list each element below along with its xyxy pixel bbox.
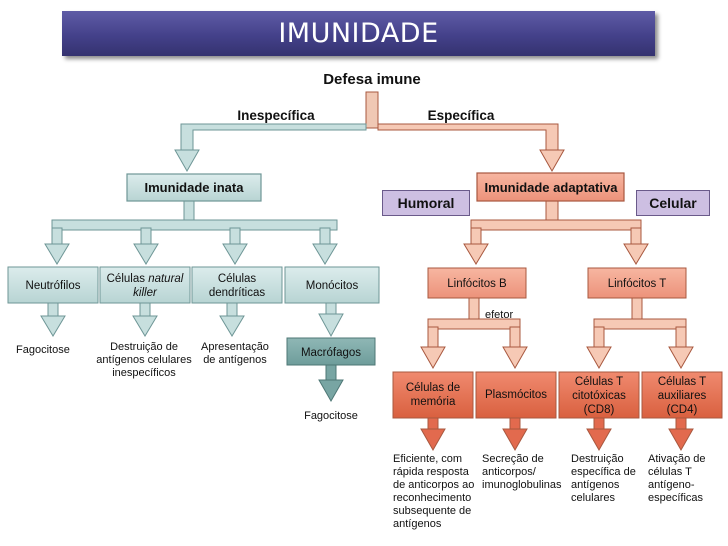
adaptive-function-text: reconhecimento — [393, 492, 471, 504]
adaptive-cell-label: (CD4) — [667, 404, 698, 416]
adaptive-function-text: Secreção de — [482, 453, 544, 465]
innate-cell-label-italic: natural — [148, 273, 184, 285]
adaptive-cell-label: Células T — [575, 376, 623, 388]
adaptive-cell-memory: Células de memória — [392, 371, 474, 419]
branch-label-specific: Específica — [428, 108, 495, 123]
adaptive-cell-label: memória — [411, 396, 456, 408]
adaptive-function-text: imunoglobulinas — [482, 479, 562, 491]
adaptive-function-memory: Eficiente, com rápida resposta de antico… — [393, 453, 474, 530]
adaptive-function-text: anticorpos/ — [482, 466, 537, 478]
innate-function-text: Destruição de — [110, 341, 178, 353]
adaptive-function-text: antígenos — [393, 518, 442, 530]
innate-function-text: antígenos celulares — [96, 354, 192, 366]
innate-cell-dendritic: Células dendríticas — [191, 266, 283, 304]
innate-connectors — [40, 199, 344, 403]
macrophage-label: Macrófagos — [301, 347, 361, 359]
b-lymphocytes-box: Linfócitos B — [427, 267, 527, 299]
adaptive-immunity-box: Imunidade adaptativa — [476, 172, 625, 202]
adaptive-function-cd4: Ativação de células T antígeno- específi… — [648, 453, 705, 504]
innate-function-presentation: Apresentação de antígenos — [201, 341, 269, 366]
adaptive-cell-label: auxiliares — [658, 390, 707, 402]
innate-cell-neutrophils: Neutrófilos — [7, 266, 99, 304]
adaptive-cell-cd4: Células T auxiliares (CD4) — [641, 371, 723, 419]
macrophage-box: Macrófagos — [286, 337, 376, 366]
adaptive-function-text: Eficiente, com — [393, 453, 462, 465]
adaptive-function-text: rápida resposta — [393, 466, 470, 478]
innate-cell-label-part: Células — [107, 273, 149, 285]
adaptive-immunity-label: Imunidade adaptativa — [485, 180, 619, 195]
innate-cell-label: Células natural — [107, 273, 184, 285]
humoral-tag: Humoral — [382, 190, 470, 216]
effector-label: efetor — [485, 309, 513, 321]
innate-cell-label: Monócitos — [306, 280, 359, 292]
innate-function-text: Apresentação — [201, 341, 269, 353]
adaptive-connectors — [420, 199, 694, 452]
arrow-to-adaptive — [539, 149, 565, 173]
arrow-to-innate — [174, 149, 200, 173]
adaptive-cell-cd8: Células T citotóxicas (CD8) — [558, 371, 640, 419]
adaptive-function-text: de anticorpos ao — [393, 479, 474, 491]
adaptive-function-text: Destruição — [571, 453, 624, 465]
innate-function-phagocytosis: Fagocitose — [16, 344, 70, 356]
innate-function-text: de antígenos — [203, 354, 267, 366]
adaptive-function-text: específica de — [571, 466, 636, 478]
branch-label-nonspecific: Inespecífica — [237, 108, 315, 123]
innate-cell-monocytes: Monócitos — [284, 266, 380, 304]
innate-function-nk: Destruição de antígenos celulares inespe… — [96, 341, 192, 379]
adaptive-cell-label: Células T — [658, 376, 706, 388]
t-lymphocytes-label: Linfócitos T — [608, 278, 667, 290]
cellular-tag: Celular — [636, 190, 710, 216]
title-banner: IMUNIDADE — [62, 11, 655, 56]
adaptive-cell-label: citotóxicas — [572, 390, 626, 402]
adaptive-function-text: antígeno- — [648, 479, 695, 491]
adaptive-function-plasmocytes: Secreção de anticorpos/ imunoglobulinas — [482, 453, 562, 491]
adaptive-function-text: celulares — [571, 492, 616, 504]
innate-cell-nk: Células natural killer — [99, 266, 191, 304]
adaptive-function-text: Ativação de — [648, 453, 705, 465]
adaptive-function-text: subsequente de — [393, 505, 471, 517]
innate-function-text: inespecíficos — [112, 367, 176, 379]
adaptive-cell-label: Plasmócitos — [485, 389, 547, 401]
innate-function-text: Fagocitose — [16, 344, 70, 356]
adaptive-cell-label: Células de — [406, 382, 460, 394]
adaptive-cell-plasmocytes: Plasmócitos — [475, 371, 557, 419]
b-lymphocytes-label: Linfócitos B — [447, 278, 507, 290]
adaptive-function-text: específicas — [648, 492, 704, 504]
innate-cell-label: killer — [133, 287, 158, 299]
innate-immunity-label: Imunidade inata — [145, 180, 245, 195]
innate-cell-label: Neutrófilos — [26, 280, 81, 292]
t-lymphocytes-box: Linfócitos T — [587, 267, 687, 299]
root-label: Defesa imune — [323, 71, 421, 88]
adaptive-function-cd8: Destruição específica de antígenos celul… — [571, 453, 636, 504]
macrophage-function-text: Fagocitose — [304, 410, 358, 422]
innate-immunity-box: Imunidade inata — [126, 173, 262, 202]
page-title: IMUNIDADE — [278, 18, 439, 49]
innate-cell-label: Células — [218, 273, 257, 285]
adaptive-function-text: células T — [648, 466, 692, 478]
adaptive-cell-label: (CD8) — [584, 404, 615, 416]
adaptive-function-text: antígenos — [571, 479, 620, 491]
innate-cell-label: dendríticas — [209, 287, 266, 299]
